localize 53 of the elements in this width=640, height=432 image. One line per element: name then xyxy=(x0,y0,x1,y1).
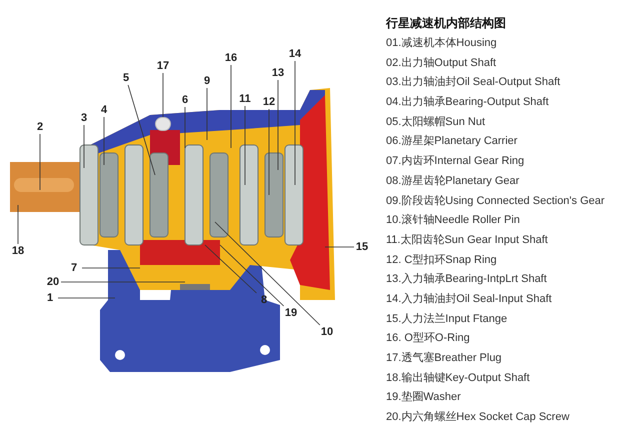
legend-item: 20.内六角螺丝Hex Socket Cap Screw xyxy=(386,410,570,426)
legend-item: 09.阶段齿轮Using Connected Section's Gear xyxy=(386,194,606,208)
legend-item: 15.人力法兰Input Ftange xyxy=(386,312,508,327)
callout-number: 10 xyxy=(319,325,335,339)
callout-number: 2 xyxy=(32,120,48,134)
legend-item: 14.入力轴油封Oil Seal-Input Shaft xyxy=(386,292,553,307)
legend-item: 01.减速机本体Housing xyxy=(386,36,498,51)
callout-number: 6 xyxy=(177,93,193,107)
legend-item: 06.游星架Planetary Carrier xyxy=(386,134,518,150)
callout-number: 4 xyxy=(96,103,112,117)
callout-number: 19 xyxy=(283,306,299,320)
legend-item: 19.垫圈Washer xyxy=(386,390,462,406)
callout-number: 7 xyxy=(66,261,82,275)
callout-number: 20 xyxy=(45,275,61,289)
leader-line xyxy=(162,72,164,118)
legend-item: 18.输出轴键Key-Output Shaft xyxy=(386,370,531,386)
legend-item: 02.出力轴Output Shaft xyxy=(386,56,498,71)
callout-number: 8 xyxy=(256,293,272,307)
title: 行星减速机内部结构图 xyxy=(386,15,507,32)
leader-line xyxy=(294,60,296,186)
leader-line xyxy=(324,246,354,248)
callout-number: 13 xyxy=(270,66,286,80)
callout-number: 14 xyxy=(287,47,303,61)
legend-item: 05.太阳螺帽Sun Nut xyxy=(386,114,486,130)
legend-item: 16. O型环O-Ring xyxy=(386,331,471,346)
callout-number: 3 xyxy=(76,111,92,125)
legend-item: 07.内齿环Internal Gear Ring xyxy=(386,154,526,170)
callout-number: 12 xyxy=(261,95,277,109)
leader-line xyxy=(184,106,186,148)
callout-number: 15 xyxy=(354,240,370,254)
callout-number: 16 xyxy=(223,51,239,65)
callout-number: 11 xyxy=(237,92,253,106)
callout-number: 17 xyxy=(155,59,171,73)
callout-number: 5 xyxy=(118,71,134,85)
callout-number: 18 xyxy=(10,244,26,258)
callout-number: 1 xyxy=(42,291,58,305)
legend-item: 03.出力轴油封Oil Seal-Output Shaft xyxy=(386,75,562,90)
legend-item: 08.游星齿轮Planetary Gear xyxy=(386,174,520,189)
legend-item: 04.出力轴承Bearing-Output Shaft xyxy=(386,95,550,110)
legend-item: 10.滚针轴Needle Roller Pin xyxy=(386,212,521,228)
leader-line xyxy=(220,244,284,306)
leader-line xyxy=(128,84,156,176)
leader-line xyxy=(214,222,320,326)
leader-line xyxy=(230,64,232,148)
leader-line xyxy=(268,108,270,196)
leader-line xyxy=(244,106,246,186)
legend-item: 17.透气塞Breather Plug xyxy=(386,350,503,366)
legend-item: 12. C型扣环Snap Ring xyxy=(386,252,498,268)
legend-item: 11.太阳齿轮Sun Gear Input Shaft xyxy=(386,232,549,248)
leader-line xyxy=(204,244,257,294)
leader-line xyxy=(206,88,208,140)
callout-number: 9 xyxy=(199,74,215,88)
legend-item: 13.入力轴承Bearing-IntpLrt Shaft xyxy=(386,272,548,288)
